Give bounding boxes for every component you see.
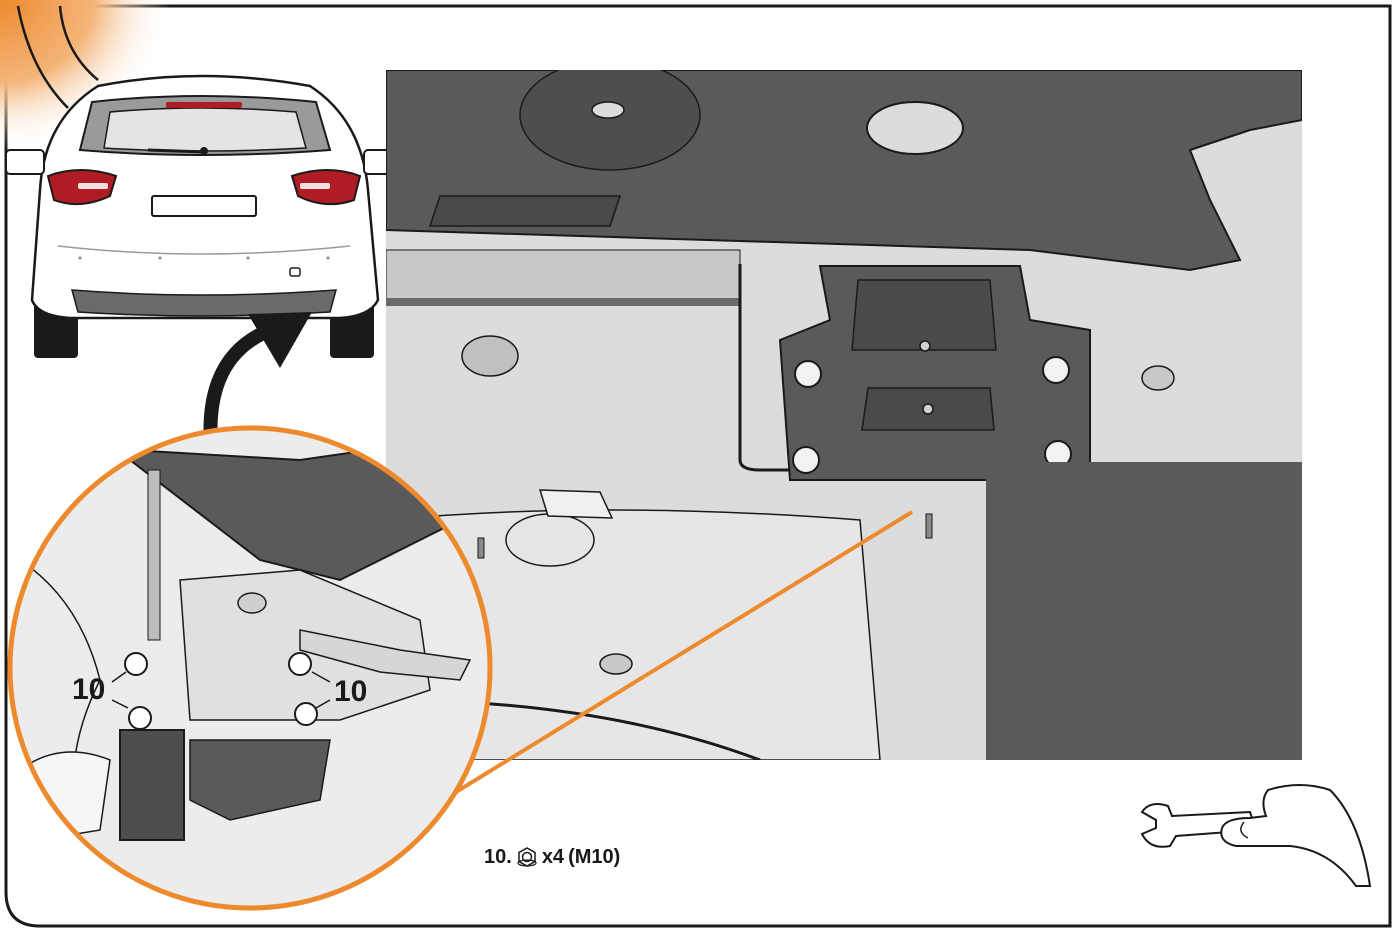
detail-magnifier: [7, 425, 493, 911]
caption-step-number: 10.: [484, 845, 512, 868]
detail-leader-line: [454, 510, 914, 794]
page-frame: [4, 4, 1392, 928]
wrench-in-hand-icon: [1140, 784, 1372, 887]
car-rear-view: [5, 74, 403, 358]
flange-nut-icon: [516, 846, 538, 868]
callout-label-right: 10: [334, 675, 368, 708]
callout-label-left: 10: [72, 673, 106, 706]
parts-caption: 10. x4 (M10): [484, 842, 620, 872]
caption-quantity: x4: [541, 845, 565, 868]
underbody-main-view: [386, 70, 1302, 760]
caption-size: (M10): [568, 845, 621, 868]
